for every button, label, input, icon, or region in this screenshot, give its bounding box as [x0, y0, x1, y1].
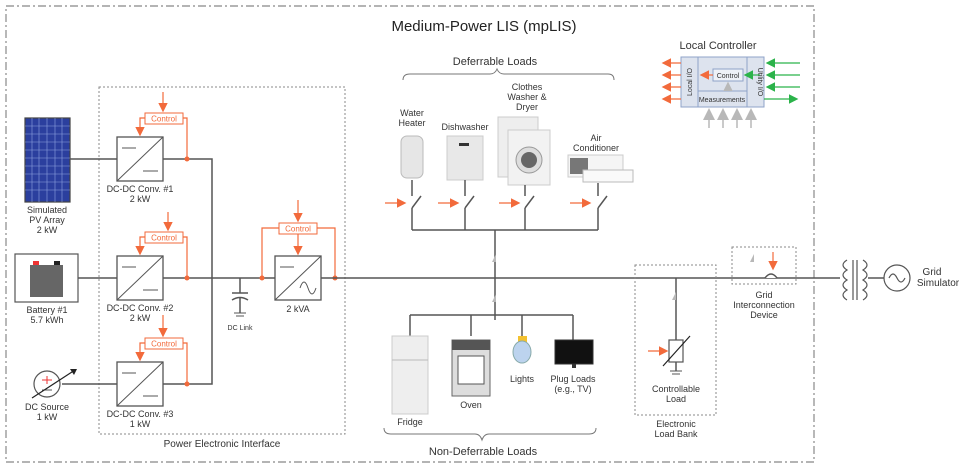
washer-label-3: Dryer [516, 102, 538, 112]
inverter-icon [274, 255, 322, 301]
fridge-label: Fridge [397, 417, 423, 427]
load-bank-boundary [634, 264, 717, 416]
dc-source-label-2: 1 kW [37, 412, 58, 422]
grid-device-boundary [731, 246, 797, 285]
conv2-rating: 2 kW [130, 313, 151, 323]
water-heater-label-1: Water [400, 108, 424, 118]
dc-dc-converter-3 [116, 361, 164, 407]
transformer-icon [842, 259, 868, 301]
dc-dc-converter-2 [116, 255, 164, 301]
air-conditioner-icon [567, 154, 634, 183]
dishwasher-icon [446, 135, 484, 181]
grid-simulator-icon [883, 264, 911, 292]
battery-label-1: Battery #1 [26, 305, 67, 315]
measurement-arrow-icon [492, 294, 496, 302]
mplis-boundary [5, 5, 815, 463]
light-bulb-icon [512, 336, 532, 364]
controllable-load-icon [648, 278, 691, 375]
non-deferrable-bus [409, 314, 574, 340]
controllable-load-label-2: Load [666, 394, 686, 404]
pv-label-2: PV Array [29, 215, 65, 225]
deferrable-title: Deferrable Loads [453, 56, 538, 68]
grid-simulator-label-1: Grid [923, 267, 942, 278]
water-heater-label-2: Heater [398, 118, 425, 128]
svg-text:Control: Control [151, 340, 177, 349]
conv1-rating: 2 kW [130, 194, 151, 204]
measurement-input-arrows [703, 108, 757, 128]
diagram-title: Medium-Power LIS (mpLIS) [391, 18, 576, 35]
dishwasher-label: Dishwasher [441, 122, 488, 132]
ac-label-2: Conditioner [573, 143, 619, 153]
plug-loads-label-1: Plug Loads [550, 374, 596, 384]
pv-label-3: 2 kW [37, 225, 58, 235]
control-block-conv3: Control [135, 315, 190, 387]
dc-link-label: DC Link [228, 325, 253, 332]
measurement-arrow-icon [492, 254, 496, 262]
pei-boundary [98, 86, 346, 435]
control-block-conv2: Control [135, 212, 190, 281]
svg-text:Control: Control [151, 115, 177, 124]
conv3-rating: 1 kW [130, 419, 151, 429]
tv-icon [554, 339, 594, 368]
grid-device-label-3: Device [750, 310, 778, 320]
pei-label: Power Electronic Interface [164, 439, 281, 450]
grid-device-label-2: Interconnection [733, 300, 795, 310]
plug-loads-label-2: (e.g., TV) [554, 384, 591, 394]
utility-io-arrows [764, 58, 800, 104]
lc-utility-io-label: Utility I/O [756, 68, 763, 97]
deferrable-brace [402, 67, 615, 81]
conv1-label: DC-DC Conv. #1 [107, 184, 174, 194]
washer-label-2: Washer & [507, 92, 546, 102]
control-block-inverter: Control [259, 200, 338, 281]
grid-simulator-label-2: Simulator [917, 278, 960, 289]
lc-control-label: Control [717, 73, 740, 80]
dc-source-label-1: DC Source [25, 402, 69, 412]
lc-measurements-label: Measurements [699, 97, 746, 104]
svg-text:Control: Control [151, 234, 177, 243]
battery-icon [14, 253, 79, 303]
non-deferrable-brace [383, 427, 597, 442]
control-block-conv1: Control [135, 92, 190, 162]
load-bank-label-1: Electronic [656, 419, 696, 429]
deferrable-switches [385, 180, 608, 320]
dc-source-icon [31, 369, 77, 399]
grid-breaker-icon [750, 252, 778, 279]
fridge-icon [391, 335, 429, 415]
ac-label-1: Air [591, 133, 602, 143]
water-heater-icon [400, 135, 424, 179]
battery-label-2: 5.7 kWh [30, 315, 63, 325]
washer-dryer-icon [497, 116, 551, 186]
conv3-label: DC-DC Conv. #3 [107, 409, 174, 419]
local-controller-title: Local Controller [679, 40, 756, 52]
inverter-rating: 2 kVA [286, 304, 309, 314]
dc-dc-converter-1 [116, 136, 164, 182]
local-controller: Control Measurements Local I/O Utility I… [680, 56, 765, 108]
oven-label: Oven [460, 400, 482, 410]
grid-device-label-1: Grid [755, 290, 772, 300]
svg-text:Control: Control [285, 225, 311, 234]
load-bank-label-2: Load Bank [654, 429, 698, 439]
controllable-load-label-1: Controllable [652, 384, 700, 394]
pv-label-1: Simulated [27, 205, 67, 215]
lc-local-io-label: Local I/O [687, 67, 694, 96]
washer-label-1: Clothes [512, 82, 543, 92]
non-deferrable-title: Non-Deferrable Loads [429, 446, 538, 458]
lights-label: Lights [510, 374, 535, 384]
conv2-label: DC-DC Conv. #2 [107, 303, 174, 313]
pv-array-icon [24, 117, 71, 203]
oven-icon [451, 339, 491, 397]
dc-link-capacitor-icon [231, 278, 249, 317]
local-io-arrows [661, 58, 681, 104]
